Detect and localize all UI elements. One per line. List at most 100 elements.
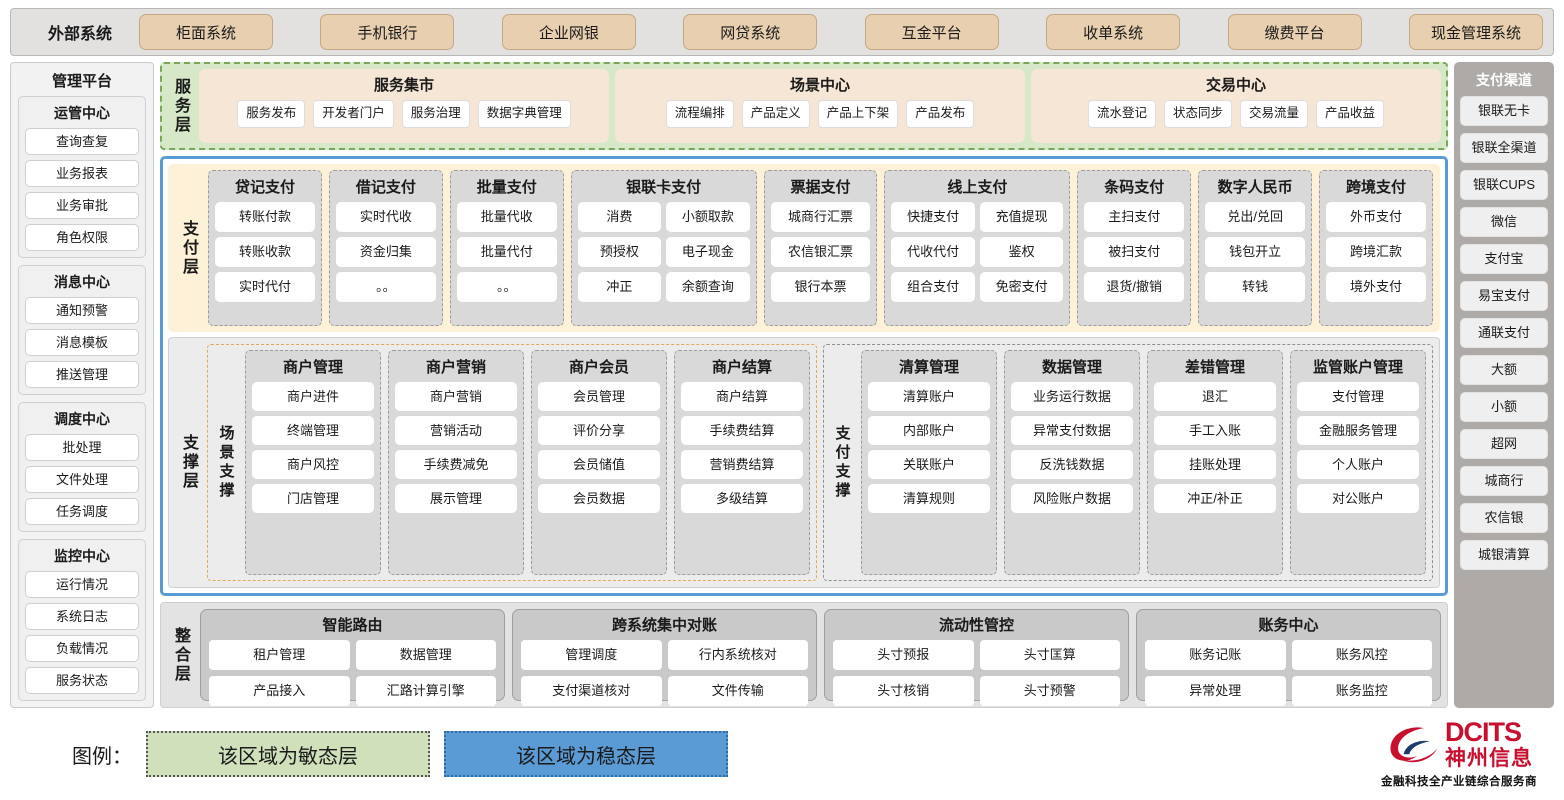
- management-item[interactable]: 批处理: [25, 434, 139, 461]
- payment-item[interactable]: 实时代收: [335, 202, 436, 232]
- support-item[interactable]: 会员储值: [538, 450, 660, 479]
- integration-item[interactable]: 支付渠道核对: [521, 676, 662, 706]
- payment-item[interactable]: 被扫支付: [1084, 237, 1185, 267]
- integration-item[interactable]: 账务记账: [1145, 640, 1286, 670]
- management-item[interactable]: 任务调度: [25, 498, 139, 525]
- management-item[interactable]: 消息模板: [25, 329, 139, 356]
- support-item[interactable]: 展示管理: [395, 484, 517, 513]
- payment-channel-item[interactable]: 银联全渠道: [1460, 133, 1548, 163]
- service-item[interactable]: 产品发布: [906, 100, 975, 128]
- support-item[interactable]: 终端管理: [252, 416, 374, 445]
- integration-item[interactable]: 异常处理: [1145, 676, 1286, 706]
- service-item[interactable]: 流水登记: [1087, 100, 1156, 128]
- management-item[interactable]: 角色权限: [25, 224, 139, 251]
- support-item[interactable]: 手工入账: [1154, 416, 1276, 445]
- support-item[interactable]: 清算账户: [868, 382, 990, 411]
- payment-item[interactable]: 电子现金: [666, 237, 750, 267]
- integration-item[interactable]: 产品接入: [209, 676, 350, 706]
- payment-channel-item[interactable]: 超网: [1460, 429, 1548, 459]
- payment-item[interactable]: 实时代付: [215, 272, 315, 302]
- payment-item[interactable]: 小额取款: [666, 202, 750, 232]
- payment-item[interactable]: 银行本票: [770, 272, 871, 302]
- support-item[interactable]: 风险账户数据: [1011, 484, 1133, 513]
- payment-channel-item[interactable]: 农信银: [1460, 503, 1548, 533]
- support-item[interactable]: 冲正/补正: [1154, 484, 1276, 513]
- support-item[interactable]: 挂账处理: [1154, 450, 1276, 479]
- external-system-item[interactable]: 柜面系统: [139, 14, 273, 50]
- external-system-item[interactable]: 互金平台: [864, 14, 999, 50]
- service-item[interactable]: 流程编排: [665, 100, 734, 128]
- external-system-item[interactable]: 网贷系统: [683, 14, 818, 50]
- management-item[interactable]: 服务状态: [25, 667, 139, 694]
- integration-item[interactable]: 汇路计算引擎: [355, 676, 496, 706]
- external-system-item[interactable]: 现金管理系统: [1408, 14, 1543, 50]
- support-item[interactable]: 支付管理: [1297, 382, 1419, 411]
- payment-item[interactable]: 冲正: [577, 272, 662, 302]
- support-item[interactable]: 异常支付数据: [1011, 416, 1133, 445]
- payment-item[interactable]: 退货/撤销: [1084, 272, 1185, 302]
- payment-item[interactable]: 充值提现: [979, 202, 1064, 232]
- payment-item[interactable]: 钱包开立: [1205, 237, 1306, 267]
- management-item[interactable]: 文件处理: [25, 466, 139, 493]
- payment-item[interactable]: 组合支付: [891, 272, 975, 302]
- service-item[interactable]: 数据字典管理: [477, 100, 571, 128]
- support-item[interactable]: 手续费结算: [681, 416, 803, 445]
- support-item[interactable]: 金融服务管理: [1297, 416, 1419, 445]
- integration-item[interactable]: 数据管理: [355, 640, 496, 670]
- payment-item[interactable]: 转钱: [1205, 272, 1306, 302]
- payment-item[interactable]: 资金归集: [335, 237, 436, 267]
- support-item[interactable]: 对公账户: [1297, 484, 1419, 513]
- external-system-item[interactable]: 企业网银: [501, 14, 636, 50]
- payment-item[interactable]: 消费: [577, 202, 662, 232]
- payment-item[interactable]: 。。: [456, 272, 557, 302]
- integration-item[interactable]: 文件传输: [667, 676, 808, 706]
- support-item[interactable]: 个人账户: [1297, 450, 1419, 479]
- service-item[interactable]: 服务发布: [237, 100, 306, 128]
- payment-item[interactable]: 预授权: [577, 237, 662, 267]
- support-item[interactable]: 多级结算: [681, 484, 803, 513]
- payment-item[interactable]: 跨境汇款: [1326, 237, 1426, 267]
- payment-channel-item[interactable]: 支付宝: [1460, 244, 1548, 274]
- service-item[interactable]: 产品定义: [741, 100, 810, 128]
- integration-item[interactable]: 头寸核销: [833, 676, 974, 706]
- support-item[interactable]: 手续费减免: [395, 450, 517, 479]
- payment-item[interactable]: 批量代付: [456, 237, 557, 267]
- integration-item[interactable]: 账务监控: [1291, 676, 1432, 706]
- payment-channel-item[interactable]: 银联无卡: [1460, 96, 1548, 126]
- management-item[interactable]: 系统日志: [25, 603, 139, 630]
- payment-item[interactable]: 快捷支付: [891, 202, 975, 232]
- support-item[interactable]: 关联账户: [868, 450, 990, 479]
- integration-item[interactable]: 头寸匡算: [979, 640, 1120, 670]
- service-item[interactable]: 状态同步: [1163, 100, 1232, 128]
- payment-channel-item[interactable]: 城银清算: [1460, 540, 1548, 570]
- management-item[interactable]: 业务报表: [25, 160, 139, 187]
- payment-item[interactable]: 免密支付: [979, 272, 1064, 302]
- support-item[interactable]: 内部账户: [868, 416, 990, 445]
- payment-item[interactable]: 转账收款: [215, 237, 315, 267]
- payment-item[interactable]: 境外支付: [1326, 272, 1426, 302]
- service-item[interactable]: 产品上下架: [817, 100, 899, 128]
- support-item[interactable]: 会员管理: [538, 382, 660, 411]
- support-item[interactable]: 营销费结算: [681, 450, 803, 479]
- support-item[interactable]: 评价分享: [538, 416, 660, 445]
- payment-item[interactable]: 主扫支付: [1084, 202, 1185, 232]
- payment-item[interactable]: 鉴权: [979, 237, 1064, 267]
- payment-item[interactable]: 。。: [335, 272, 436, 302]
- support-item[interactable]: 商户风控: [252, 450, 374, 479]
- service-item[interactable]: 产品收益: [1316, 100, 1385, 128]
- payment-item[interactable]: 外币支付: [1326, 202, 1426, 232]
- management-item[interactable]: 查询查复: [25, 128, 139, 155]
- management-item[interactable]: 业务审批: [25, 192, 139, 219]
- payment-item[interactable]: 兑出/兑回: [1205, 202, 1306, 232]
- payment-channel-item[interactable]: 城商行: [1460, 466, 1548, 496]
- payment-item[interactable]: 代收代付: [891, 237, 975, 267]
- support-item[interactable]: 商户营销: [395, 382, 517, 411]
- payment-channel-item[interactable]: 大额: [1460, 355, 1548, 385]
- integration-item[interactable]: 管理调度: [521, 640, 662, 670]
- payment-channel-item[interactable]: 微信: [1460, 207, 1548, 237]
- payment-item[interactable]: 转账付款: [215, 202, 315, 232]
- integration-item[interactable]: 头寸预报: [833, 640, 974, 670]
- payment-item[interactable]: 城商行汇票: [770, 202, 871, 232]
- payment-channel-item[interactable]: 银联CUPS: [1460, 170, 1548, 200]
- integration-item[interactable]: 账务风控: [1291, 640, 1432, 670]
